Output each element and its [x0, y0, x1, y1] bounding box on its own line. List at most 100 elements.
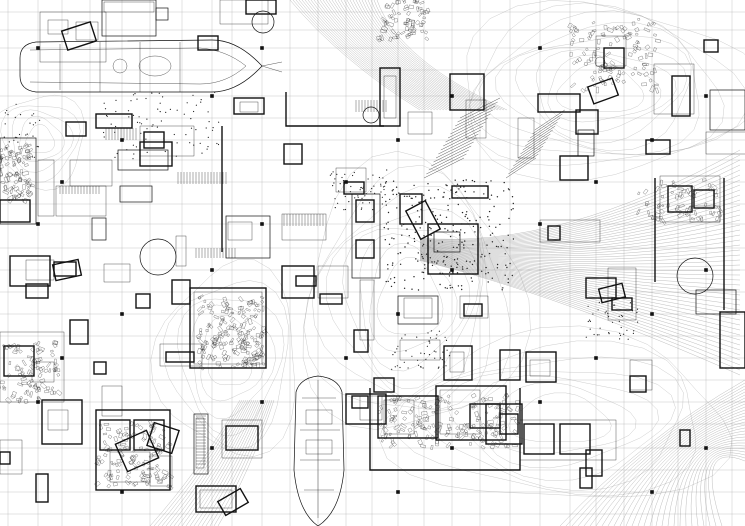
scatter-dot [619, 334, 622, 336]
cluster-mark [674, 194, 679, 200]
cluster-mark [504, 393, 509, 398]
cluster-mark [25, 177, 31, 184]
cluster-mark [391, 16, 395, 21]
cluster-mark [14, 364, 22, 372]
cluster-mark [207, 306, 213, 310]
cluster-mark [403, 7, 409, 11]
scatter-dot [636, 311, 638, 314]
cluster-mark [384, 21, 387, 27]
cluster-mark [39, 378, 46, 384]
building-footprint [319, 293, 343, 305]
cluster-mark [21, 381, 28, 385]
cluster-mark [437, 421, 443, 427]
scatter-dot [406, 195, 408, 198]
scatter-dot [497, 246, 499, 248]
scatter-dot [620, 326, 622, 329]
cluster-mark [422, 10, 427, 15]
scatter-dot [429, 337, 432, 339]
cluster-mark [379, 422, 383, 427]
cluster-mark [237, 338, 245, 345]
scatter-dot [34, 122, 37, 124]
scatter-dot [145, 97, 147, 100]
scatter-dot [401, 234, 403, 236]
scatter-dot [208, 121, 210, 123]
scatter-dot [449, 198, 451, 200]
cluster-mark [410, 23, 415, 28]
stair-tread [440, 129, 481, 151]
column-marker [60, 356, 64, 360]
cluster-mark [213, 338, 217, 345]
cluster-mark [34, 386, 41, 394]
cluster-mark [643, 27, 651, 33]
scatter-dot [504, 274, 506, 276]
cluster-mark [405, 33, 411, 38]
heavy-frames [221, 92, 725, 471]
scatter-dot [466, 197, 468, 199]
cluster-mark [389, 398, 394, 403]
cluster-mark [141, 437, 146, 442]
rotated-footprint [404, 199, 442, 241]
cluster-mark [132, 449, 136, 453]
cluster-mark [470, 403, 475, 408]
scatter-dot [349, 191, 351, 193]
cluster-mark [15, 171, 20, 177]
cluster-mark [142, 433, 148, 440]
scatter-dot [457, 263, 459, 266]
scatter-dot [39, 119, 41, 121]
cluster-mark [653, 67, 657, 74]
stair-tread [517, 137, 549, 159]
scatter-dot [637, 321, 639, 323]
contour-center [326, 208, 484, 403]
cluster-mark [141, 461, 146, 467]
building-footprint [0, 137, 37, 225]
scatter-dot [364, 195, 366, 197]
cluster-mark [10, 343, 17, 348]
scatter-dot [397, 253, 399, 255]
cluster-mark [422, 427, 428, 431]
stair-flight [505, 109, 565, 179]
column-marker [650, 138, 654, 142]
scatter-dot [444, 228, 446, 230]
cluster-mark [119, 459, 124, 463]
scatter-dot [608, 332, 610, 334]
scatter-dot [200, 99, 202, 101]
path-line-east [419, 259, 741, 366]
cluster-mark [619, 24, 624, 30]
cluster-mark [215, 361, 221, 366]
scatter-dot [385, 200, 387, 203]
cluster-mark [607, 74, 613, 81]
cluster-mark [636, 41, 640, 45]
cluster-mark [132, 462, 138, 469]
scatter-dot [207, 146, 209, 148]
building-footprint [449, 351, 465, 373]
building-footprint [645, 139, 671, 155]
scatter-dot [444, 264, 446, 266]
cluster-mark [379, 34, 385, 41]
scatter-dot [13, 139, 15, 141]
cluster-mark [606, 27, 614, 33]
building-footprint [175, 235, 187, 267]
stair-tread [510, 149, 541, 171]
cluster-mark [597, 38, 601, 45]
contour-w [25, 124, 55, 153]
path-line-north [367, 0, 499, 111]
column-marker [538, 400, 542, 404]
cluster-mark [24, 163, 29, 167]
scatter-dot [397, 345, 399, 347]
cluster-mark [128, 480, 132, 484]
cluster-mark [27, 184, 32, 190]
path-line-east [419, 253, 741, 306]
scatter-dot [106, 115, 108, 117]
scatter-dot [501, 289, 503, 291]
cluster-mark [242, 356, 248, 363]
scatter-dot [445, 365, 447, 367]
cluster-mark [146, 473, 152, 479]
cluster-mark [50, 352, 55, 358]
scatter-dot [495, 226, 497, 228]
scatter-dot [491, 232, 494, 234]
cluster-mark [645, 201, 650, 206]
cluster-mark [393, 407, 398, 412]
scatter-dot [386, 169, 388, 171]
scatter-dot [430, 330, 432, 332]
cluster-mark [220, 301, 227, 308]
